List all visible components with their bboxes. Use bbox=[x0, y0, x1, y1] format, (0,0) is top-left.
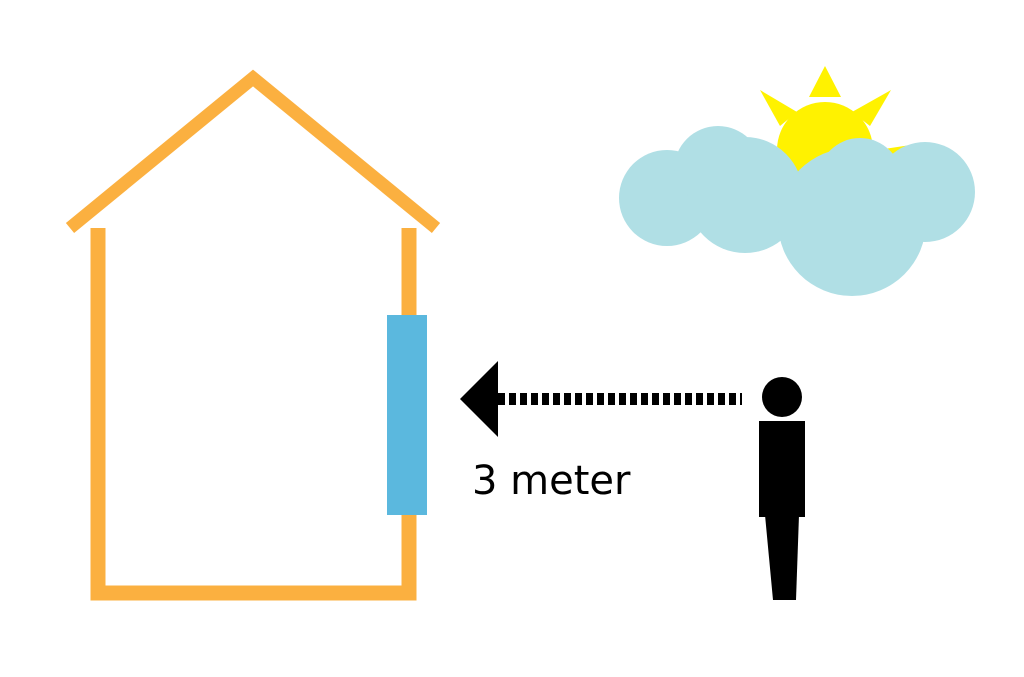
person-torso bbox=[759, 421, 805, 517]
house-outline-icon bbox=[65, 69, 441, 601]
cloud-puff bbox=[687, 137, 803, 253]
arrow-left-icon bbox=[460, 361, 742, 437]
distance-label: 3 meter bbox=[472, 458, 631, 504]
cloud-puff bbox=[875, 142, 975, 242]
sun-ray bbox=[852, 90, 891, 126]
person-legs bbox=[765, 515, 799, 600]
person-head bbox=[762, 377, 802, 417]
house-roof bbox=[65, 69, 441, 234]
cloud-puff bbox=[818, 138, 902, 222]
sun-ray bbox=[809, 66, 841, 97]
person-icon bbox=[759, 377, 805, 600]
sun-ray bbox=[760, 90, 797, 126]
house-walls bbox=[90, 228, 417, 601]
arrow-head bbox=[460, 361, 498, 437]
cloud-icon bbox=[619, 126, 975, 296]
house-window bbox=[387, 315, 427, 515]
